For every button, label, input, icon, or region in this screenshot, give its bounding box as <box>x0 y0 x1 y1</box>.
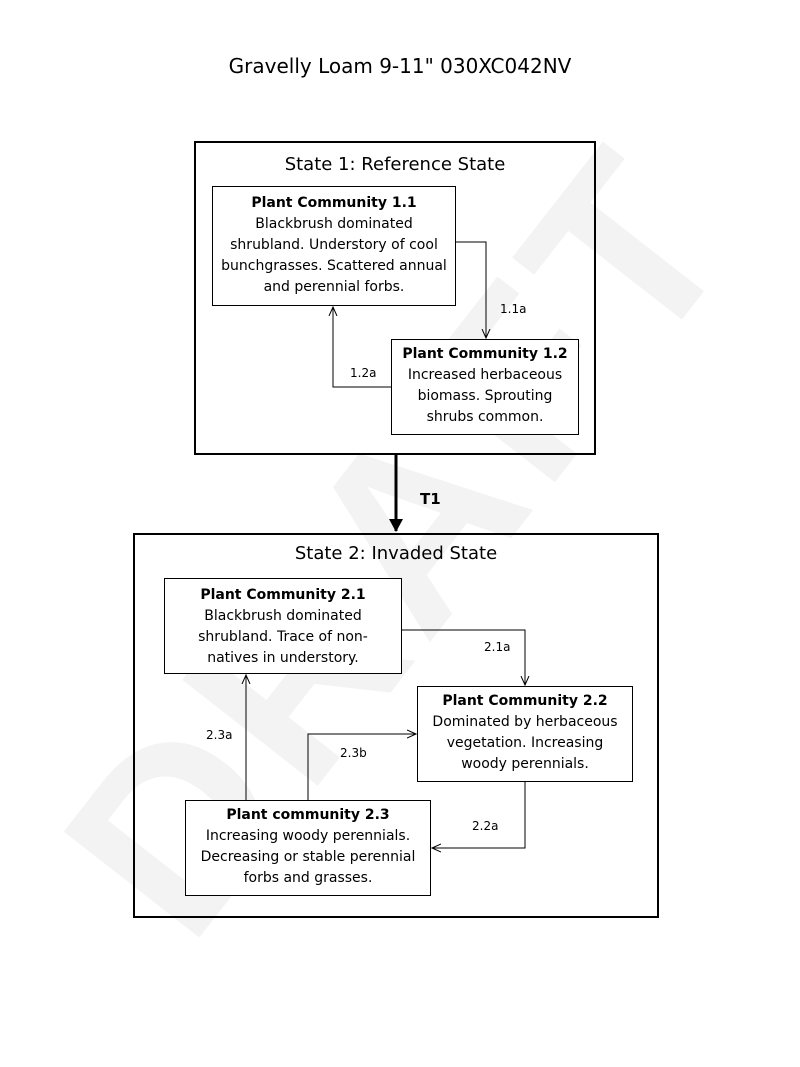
plant-community-1-2-name: Plant Community 1.2 <box>402 346 568 362</box>
arrow-2-1a <box>402 629 525 685</box>
transition-label-2-1a: 2.1a <box>484 640 511 654</box>
plant-community-1-1-desc: Blackbrush dominated shrubland. Understo… <box>221 216 447 295</box>
plant-community-2-1-name: Plant Community 2.1 <box>200 587 366 603</box>
plant-community-2-2-name: Plant Community 2.2 <box>442 693 608 709</box>
arrow-2-2a <box>432 782 526 848</box>
arrow-1-1a <box>456 241 486 338</box>
plant-community-1-1: Plant Community 1.1 Blackbrush dominated… <box>212 186 456 306</box>
arrow-1-2a <box>333 307 391 388</box>
state-1-title: State 1: Reference State <box>284 154 506 175</box>
transition-label-T1: T1 <box>420 490 441 508</box>
plant-community-1-1-name: Plant Community 1.1 <box>251 195 417 211</box>
transition-label-1-2a: 1.2a <box>350 366 377 380</box>
state-2-title: State 2: Invaded State <box>294 543 498 564</box>
transition-label-2-3b: 2.3b <box>340 746 367 760</box>
arrow-2-3b <box>307 734 416 800</box>
transition-label-2-3a: 2.3a <box>206 728 233 742</box>
plant-community-1-2-desc: Increased herbaceous biomass. Sprouting … <box>407 367 563 425</box>
plant-community-1-2: Plant Community 1.2 Increased herbaceous… <box>391 339 579 435</box>
plant-community-2-2-desc: Dominated by herbaceous vegetation. Incr… <box>432 714 618 772</box>
page-title: Gravelly Loam 9-11" 030XC042NV <box>228 54 572 78</box>
plant-community-2-1-desc: Blackbrush dominated shrubland. Trace of… <box>198 608 368 666</box>
plant-community-2-1: Plant Community 2.1 Blackbrush dominated… <box>164 578 402 674</box>
plant-community-2-3-desc: Increasing woody perennials. Decreasing … <box>200 828 416 886</box>
transition-label-1-1a: 1.1a <box>500 302 527 316</box>
state-1-box: State 1: Reference State <box>194 141 596 455</box>
plant-community-2-3: Plant community 2.3 Increasing woody per… <box>185 800 431 896</box>
plant-community-2-2: Plant Community 2.2 Dominated by herbace… <box>417 686 633 782</box>
transition-label-2-2a: 2.2a <box>472 819 499 833</box>
plant-community-2-3-name: Plant community 2.3 <box>226 807 390 823</box>
state-2-box: State 2: Invaded State <box>133 533 659 918</box>
